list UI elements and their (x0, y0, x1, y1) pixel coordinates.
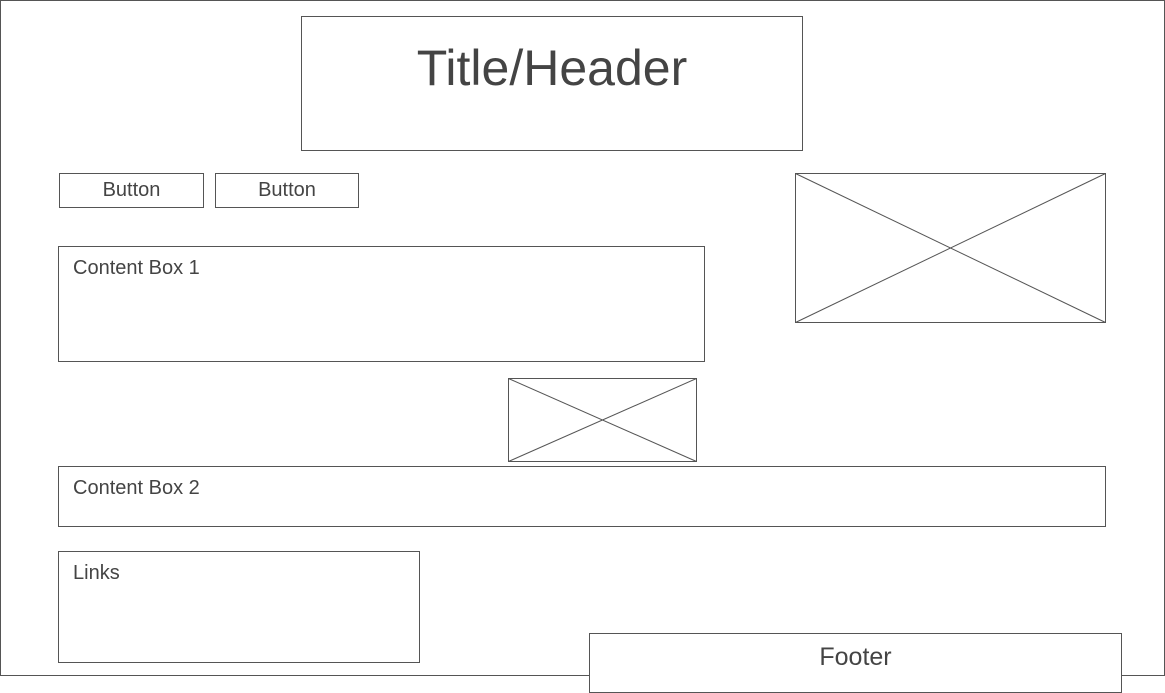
image-placeholder-small (508, 378, 697, 462)
footer-label: Footer (819, 643, 892, 671)
page-title: Title/Header (416, 40, 688, 96)
button-1[interactable]: Button (59, 173, 204, 208)
image-placeholder-large (795, 173, 1106, 323)
title-header-box: Title/Header (301, 16, 803, 151)
links-label: Links (73, 562, 120, 584)
links-box: Links (58, 551, 420, 663)
content-box-2-label: Content Box 2 (73, 477, 200, 499)
content-box-1: Content Box 1 (58, 246, 705, 362)
content-box-2: Content Box 2 (58, 466, 1106, 527)
content-box-1-label: Content Box 1 (73, 257, 200, 279)
image-placeholder-icon (508, 378, 697, 462)
button-2[interactable]: Button (215, 173, 359, 208)
image-placeholder-icon (795, 173, 1106, 323)
footer-box: Footer (589, 633, 1122, 693)
